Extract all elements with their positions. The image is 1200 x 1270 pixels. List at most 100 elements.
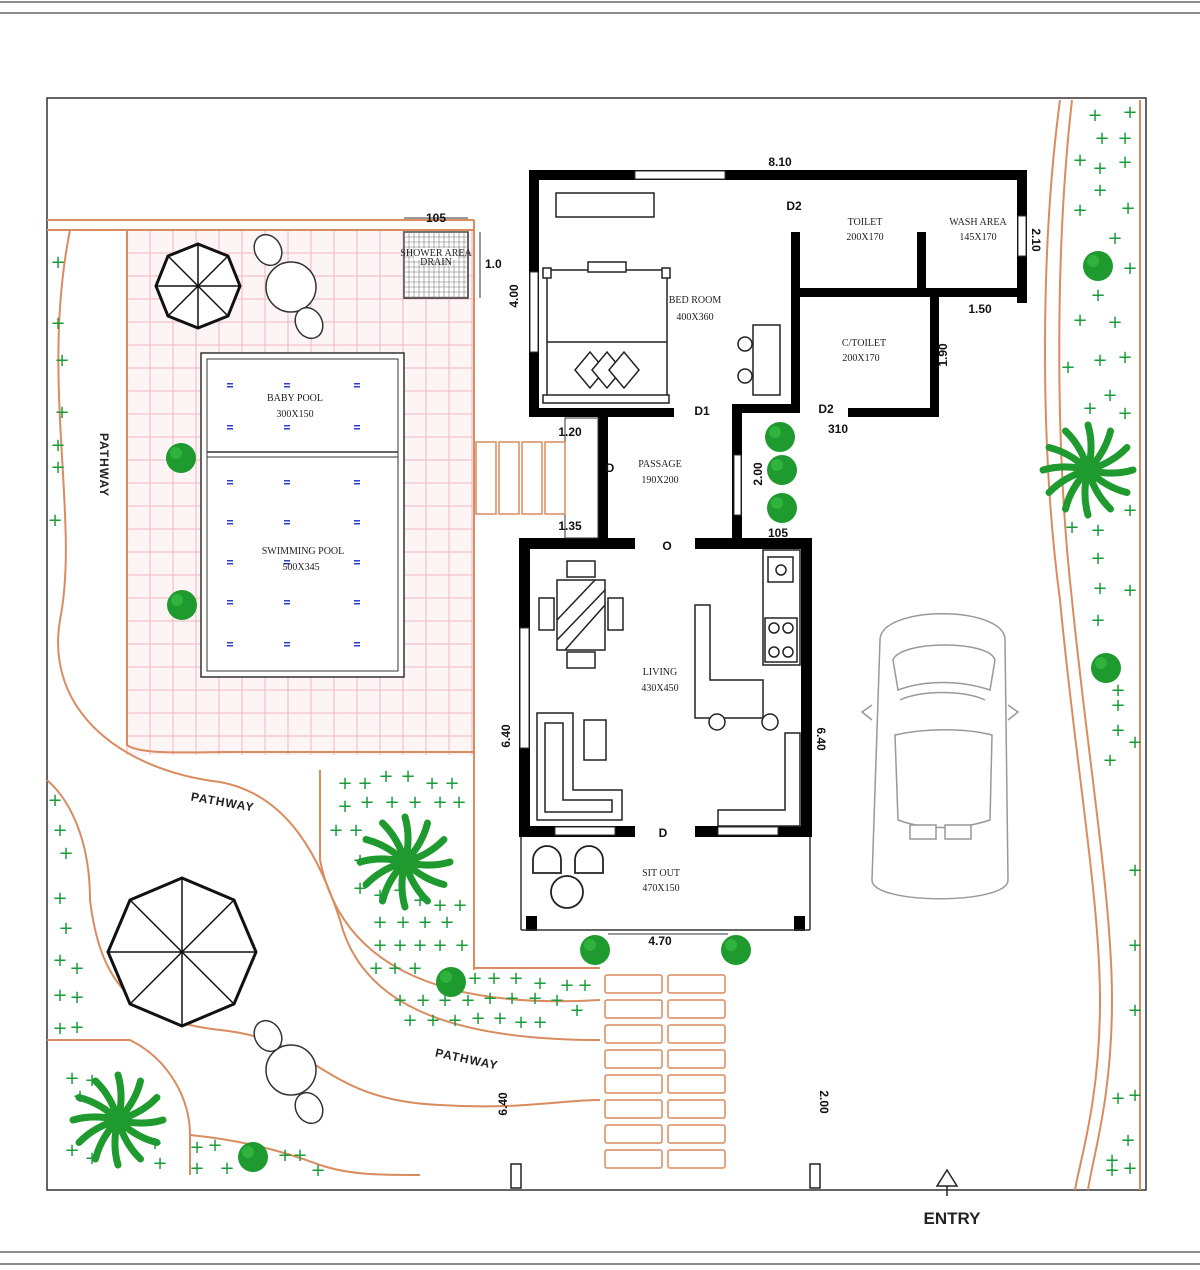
grass-mark-icon: +: [352, 850, 367, 871]
grass-mark-icon: +: [372, 935, 387, 956]
grass-mark-icon: +: [189, 1158, 204, 1179]
grass-mark-icon: +: [189, 1137, 204, 1158]
passage-steps: [475, 441, 566, 515]
door-d-living: D: [659, 826, 668, 840]
grass-mark-icon: +: [407, 958, 422, 979]
sit-out-outline: [520, 837, 811, 931]
grass-mark-icon: +: [444, 773, 459, 794]
grass-mark-icon: +: [292, 1145, 307, 1166]
grass-mark-icon: +: [64, 1140, 79, 1161]
grass-mark-icon: +: [447, 1010, 462, 1031]
grass-mark-icon: +: [1122, 258, 1137, 279]
shrub-icon: [238, 1142, 268, 1172]
dim-passage-top: 1.20: [558, 425, 582, 439]
grass-mark-icon: +: [451, 792, 466, 813]
grass-mark-icon: +: [460, 990, 475, 1011]
grass-mark-icon: +: [1127, 1085, 1142, 1106]
grass-mark-icon: +: [1090, 548, 1105, 569]
shrub-icon: [1091, 653, 1121, 683]
grass-mark-icon: +: [1122, 580, 1137, 601]
shrub-icon: [721, 935, 751, 965]
grass-mark-icon: +: [486, 968, 501, 989]
door-labels: D2 D1 D2 D D O: [606, 199, 834, 840]
opening-o: O: [662, 539, 671, 553]
sitout-chairs-icon: [532, 845, 604, 909]
grass-mark-icon: +: [1117, 152, 1132, 173]
grass-mark-icon: +: [1120, 198, 1135, 219]
grass-mark-icon: +: [54, 350, 69, 371]
desk-icon: [737, 324, 781, 396]
shrub-icon: [767, 455, 797, 485]
dim-bottom-right: 2.00: [817, 1090, 831, 1114]
grass-mark-icon: +: [412, 890, 427, 911]
grass-mark-icon: +: [310, 1160, 325, 1181]
grass-mark-icon: +: [50, 313, 65, 334]
grass-mark-icon: +: [357, 773, 372, 794]
grass-mark-icon: +: [1117, 347, 1132, 368]
grass-mark-icon: +: [1092, 350, 1107, 371]
grass-mark-icon: +: [1072, 200, 1087, 221]
baby-pool-name: BABY POOL: [267, 393, 323, 404]
shower-height-dim: 1.0: [485, 257, 502, 271]
pathway-label-lower: PATHWAY: [434, 1046, 500, 1073]
grass-mark-icon: +: [395, 912, 410, 933]
grass-mark-icon: +: [387, 958, 402, 979]
grass-mark-icon: +: [454, 935, 469, 956]
grass-mark-icon: +: [50, 435, 65, 456]
dining-table-icon: [538, 560, 624, 669]
grass-mark-icon: +: [52, 985, 67, 1006]
bedroom-size: 400X360: [676, 312, 713, 323]
grass-mark-icon: +: [328, 820, 343, 841]
dimension-labels: 8.10 4.00 2.10 1.50 1.90 310 1.20 1.35 2…: [496, 155, 1043, 1116]
grass-mark-icon: +: [432, 895, 447, 916]
shrub-icon: [580, 935, 610, 965]
plot-boundary: [46, 97, 1147, 1191]
grass-mark-icon: +: [1110, 695, 1125, 716]
living-size: 430X450: [641, 683, 678, 694]
bedroom-name: BED ROOM: [669, 295, 722, 306]
grass-mark-icon: +: [1107, 312, 1122, 333]
car-icon: [860, 613, 1020, 900]
grass-mark-icon: +: [425, 1010, 440, 1031]
grass-mark-icon: +: [52, 950, 67, 971]
passage-size: 190X200: [641, 475, 678, 486]
grass-mark-icon: +: [424, 773, 439, 794]
grass-mark-icon: +: [372, 912, 387, 933]
grass-mark-icon: +: [569, 1000, 584, 1021]
entry-label: ENTRY: [924, 1209, 982, 1228]
dim-ctoilet-width: 310: [828, 422, 848, 436]
grass-mark-icon: +: [348, 820, 363, 841]
grass-mark-icon: +: [1102, 385, 1117, 406]
umbrella-icon: [154, 242, 242, 330]
pathway-edges: [46, 99, 1141, 1191]
grass-mark-icon: +: [1072, 310, 1087, 331]
toilet-size: 200X170: [846, 232, 883, 243]
grass-mark-icon: +: [1092, 180, 1107, 201]
wardrobe-icon: [555, 192, 655, 218]
umbrella-lower-icon: [106, 876, 258, 1028]
grass-mark-icon: +: [1122, 1158, 1137, 1179]
c-toilet-name: C/TOILET: [842, 338, 886, 349]
shower-width-dim: 105: [426, 211, 446, 225]
grass-mark-icon: +: [532, 1012, 547, 1033]
grass-mark-icon: +: [470, 1008, 485, 1029]
grass-mark-icon: +: [400, 766, 415, 787]
shrub-icon: [166, 443, 196, 473]
grass-mark-icon: +: [1087, 105, 1102, 126]
shrub-icon: [167, 590, 197, 620]
grass-mark-icon: +: [415, 990, 430, 1011]
grass-mark-icon: +: [492, 1008, 507, 1029]
shower-label: SHOWER AREA: [400, 248, 472, 259]
shrub-icon: [765, 422, 795, 452]
entry-arrow-icon: [935, 1168, 959, 1196]
wash-area-size: 145X170: [959, 232, 996, 243]
grass-mark-icon: +: [1122, 102, 1137, 123]
grass-mark-icon: +: [384, 792, 399, 813]
grass-mark-icon: +: [1082, 398, 1097, 419]
grass-mark-icon: +: [412, 935, 427, 956]
grass-mark-icon: +: [392, 880, 407, 901]
living-name: LIVING: [643, 667, 677, 678]
grass-mark-icon: +: [1127, 732, 1142, 753]
sit-out-name: SIT OUT: [642, 868, 680, 879]
